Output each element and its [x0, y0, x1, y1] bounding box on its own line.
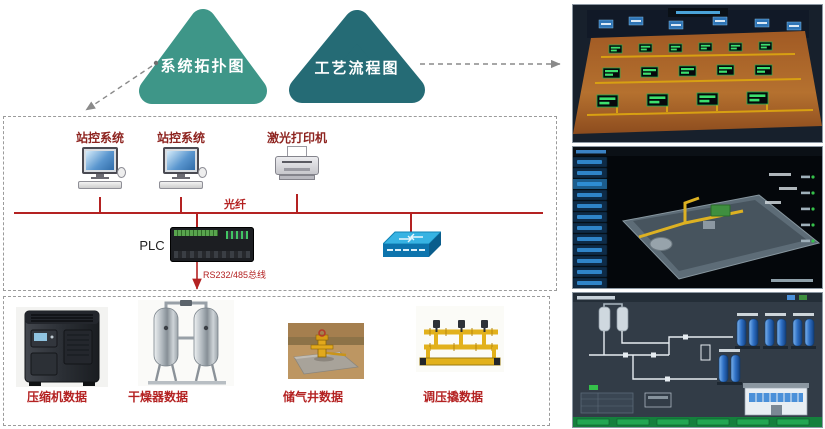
banner-process-label: 工艺流程图: [314, 60, 400, 77]
mouse-icon: [117, 167, 126, 178]
printer-label: 激光打印机: [266, 131, 327, 145]
printer-tray: [279, 175, 315, 180]
mouse-icon: [198, 167, 207, 178]
hmi-screenshot-wells-3d: [572, 4, 823, 143]
network-switch-icon: [381, 230, 443, 260]
plc-port-strip: [174, 251, 250, 258]
compressor-photo: [16, 307, 108, 387]
station-1-label: 站控系统: [75, 131, 124, 145]
keyboard-icon: [78, 181, 122, 189]
workstation-icon: [76, 147, 126, 197]
station-2-label: 站控系统: [156, 131, 205, 145]
equipment-label-regulator-skid: 调压撬数据: [422, 390, 483, 404]
gas-well-photo: [288, 323, 364, 379]
network-topology-box: [3, 116, 557, 291]
plc-terminal-strip: [174, 230, 218, 236]
keyboard-icon: [159, 181, 203, 189]
printer-icon: [273, 146, 321, 194]
plc-label: PLC: [139, 238, 165, 253]
monitor-icon: [163, 147, 199, 174]
printer-body: [275, 156, 319, 175]
monitor-stand-base: [172, 177, 190, 179]
hmi-screenshot-process-flow: [572, 292, 823, 428]
rs485-bus-label: RS232/485总线: [203, 270, 267, 280]
topology-dashed-arrow: [85, 65, 153, 111]
monitor-icon: [82, 147, 118, 174]
equipment-label-gas-well: 储气井数据: [282, 390, 343, 404]
hmi-screenshot-station-3d: [572, 146, 823, 289]
banner-topology-label: 系统拓扑图: [160, 58, 246, 75]
monitor-screen: [167, 151, 195, 170]
dryer-photo: [138, 300, 234, 386]
monitor-stand: [96, 174, 104, 177]
equipment-label-dryer: 干燥器数据: [127, 390, 188, 404]
monitor-stand-base: [91, 177, 109, 179]
regulator-skid-photo: [416, 306, 504, 372]
monitor-stand: [177, 174, 185, 177]
monitor-screen: [86, 151, 114, 170]
plc-icon: [170, 227, 254, 262]
equipment-data-box: [3, 296, 550, 426]
fiber-label: 光纤: [224, 199, 246, 211]
equipment-label-compressor: 压缩机数据: [26, 390, 87, 404]
plc-led-panel: [226, 231, 248, 239]
workstation-icon: [157, 147, 207, 197]
